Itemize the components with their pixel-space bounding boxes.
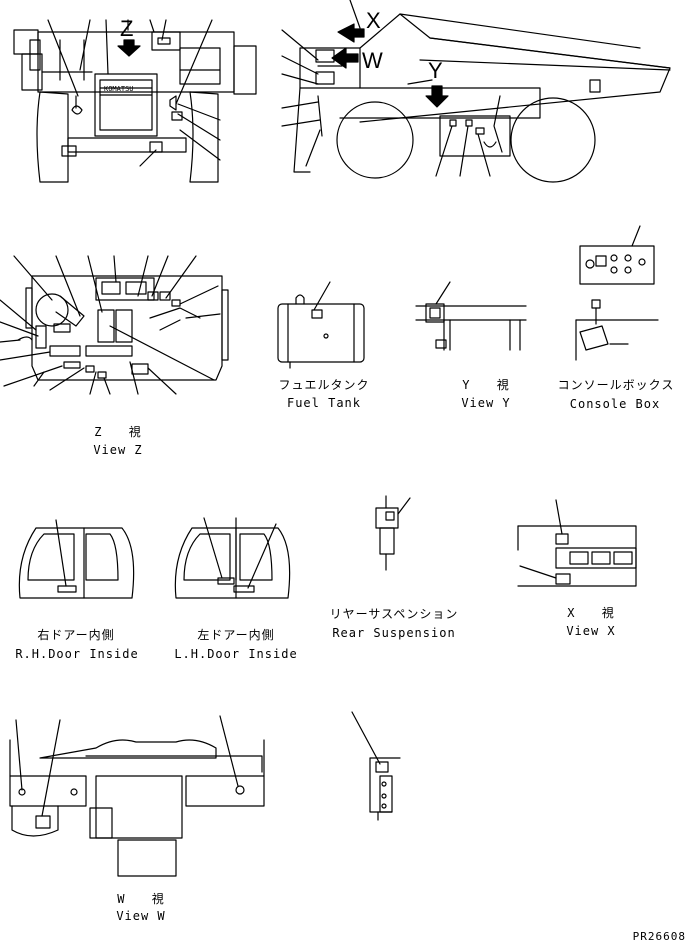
truck-side-view (281, 0, 671, 183)
x-arrow (337, 23, 365, 43)
label-view-x-en: View X (566, 624, 616, 638)
brand-plate: KOMATSU (104, 85, 134, 93)
label-lh-door-en: L.H.Door Inside (174, 647, 298, 661)
view-w-drawing (9, 715, 265, 877)
y-arrow (425, 85, 449, 108)
rh-door-drawing (18, 519, 135, 599)
letter-z: Z (120, 16, 134, 41)
view-y-drawing (415, 281, 527, 351)
console-box-drawing (575, 225, 659, 361)
view-z-drawing (0, 255, 229, 395)
label-view-z-en: View Z (93, 443, 143, 457)
label-view-z-jp: Z 視 (94, 425, 142, 439)
fuel-tank-drawing (277, 281, 365, 369)
label-view-y-en: View Y (461, 396, 511, 410)
label-console-jp: コンソールボックス (557, 378, 675, 392)
label-rh-door-en: R.H.Door Inside (15, 647, 139, 661)
letter-w: W (362, 48, 383, 73)
label-view-w-en: View W (116, 909, 166, 923)
label-rear-suspension-en: Rear Suspension (332, 626, 456, 640)
label-fuel-tank-jp: フュエルタンク (278, 378, 370, 392)
label-fuel-tank-en: Fuel Tank (286, 396, 362, 410)
label-lh-door-jp: 左ドアー内側 (197, 628, 275, 642)
z-arrow (117, 39, 141, 57)
letter-y: Y (428, 58, 443, 83)
label-rear-suspension-jp: リヤーサスペンション (329, 607, 459, 621)
label-console-en: Console Box (569, 397, 661, 411)
drawing-number: PR26608 (632, 930, 686, 943)
truck-front-view (13, 19, 257, 183)
label-rh-door-jp: 右ドアー内側 (37, 628, 115, 642)
label-view-w-jp: W 視 (117, 892, 165, 906)
view-x-drawing (517, 499, 637, 587)
rear-suspension-drawing (375, 495, 411, 571)
w-arrow (331, 47, 359, 69)
label-view-x-jp: X 視 (567, 606, 615, 620)
lh-door-drawing (174, 517, 291, 599)
letter-x: X (366, 8, 381, 33)
label-view-y-jp: Y 視 (462, 378, 510, 392)
handrail-detail-drawing (351, 711, 401, 821)
